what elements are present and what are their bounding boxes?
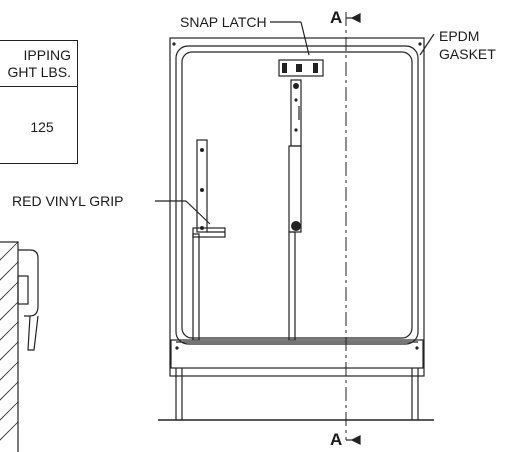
gasket-leader — [419, 33, 435, 56]
door-outer-frame — [169, 37, 425, 377]
bottom-housing — [170, 339, 424, 369]
section-top-arrow-icon — [350, 13, 361, 23]
section-marker-bottom: A — [330, 430, 343, 449]
grip-bar — [196, 139, 208, 233]
partial-section-wall — [0, 241, 19, 452]
fastener-marks — [172, 42, 422, 350]
section-bottom-arrow-icon — [350, 435, 361, 445]
grip-post — [192, 233, 200, 341]
latch-rod-body — [288, 145, 302, 233]
gasket-inner-outline — [181, 51, 413, 339]
epdm-gasket-outline — [175, 45, 419, 345]
shipping-weight-value: 125 — [30, 119, 54, 135]
section-marker-top: A — [330, 8, 343, 27]
snap-latch-block — [278, 59, 324, 77]
shipping-weight-table: IPPING GHT LBS. 125 — [0, 40, 78, 164]
partial-section-latch — [18, 249, 39, 317]
section-hatching — [0, 241, 19, 441]
latch-rod-lower — [288, 231, 296, 341]
shipping-weight-header: IPPING GHT LBS. — [0, 41, 77, 87]
table-header-line2: GHT LBS. — [7, 64, 71, 80]
epdm-label-line2: GASKET — [439, 46, 496, 62]
table-header-line1: IPPING — [23, 47, 71, 63]
red-vinyl-grip-label: RED VINYL GRIP — [12, 193, 124, 209]
snap-latch-label: SNAP LATCH — [180, 14, 267, 30]
epdm-label-line1: EPDM — [439, 28, 480, 44]
